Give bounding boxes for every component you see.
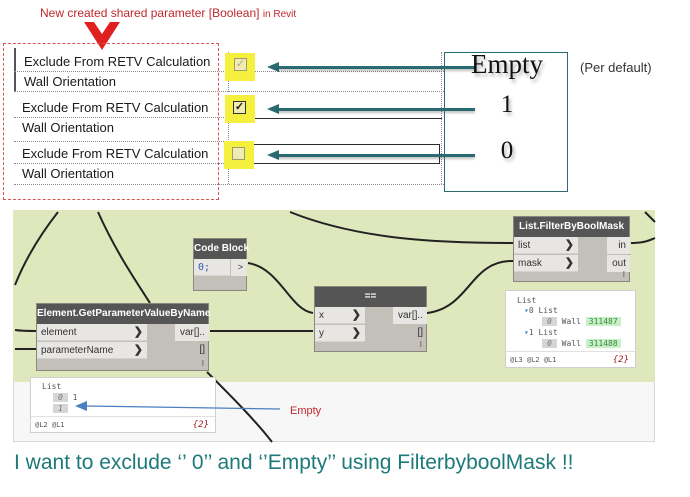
wall-orientation-label: Wall Orientation bbox=[22, 120, 114, 135]
code-block-node[interactable]: Code Block 0; > bbox=[193, 238, 249, 291]
note-suffix-text: in Revit bbox=[262, 9, 297, 20]
chevron-right-icon: ❯ bbox=[564, 239, 574, 251]
pointer-arrow bbox=[278, 154, 475, 157]
item-count: {2} bbox=[612, 355, 629, 365]
arrow-left-icon bbox=[267, 62, 279, 72]
node-footer: I bbox=[419, 340, 422, 349]
watch-item: 0 1 bbox=[53, 393, 77, 402]
watch-item: 1 bbox=[53, 404, 68, 413]
node-footer: I bbox=[201, 359, 204, 368]
y-input-port[interactable]: y ❯ bbox=[315, 325, 365, 342]
item-value: 1 bbox=[72, 393, 78, 402]
arrow-left-icon bbox=[75, 401, 281, 411]
row-separator bbox=[14, 91, 444, 92]
filter-by-bool-mask-node[interactable]: List.FilterByBoolMask list ❯ mask ❯ in o… bbox=[513, 216, 630, 282]
item-index: 0 bbox=[53, 393, 68, 402]
code-text: 0; bbox=[198, 262, 211, 273]
chevron-right-icon: ❯ bbox=[564, 257, 574, 269]
chevron-right-icon: ❯ bbox=[133, 344, 143, 356]
port-label: element bbox=[41, 327, 77, 338]
shared-parameter-note: New created shared parameter [Boolean] i… bbox=[40, 6, 296, 20]
in-output-port[interactable]: in bbox=[607, 237, 630, 254]
empty-annotation: Empty bbox=[290, 405, 322, 417]
wall-orientation-label: Wall Orientation bbox=[24, 74, 116, 89]
chevron-right-icon: ❯ bbox=[351, 327, 361, 339]
param-watch-preview[interactable]: List 0 1 1 @L2 @L1 {2} bbox=[30, 377, 216, 433]
arrow-left-icon bbox=[267, 104, 279, 114]
equals-node[interactable]: == x ❯ y ❯ var[]..[] I bbox=[314, 286, 427, 352]
var-output-port[interactable]: var[]..[] bbox=[175, 324, 209, 355]
legend-empty: Empty bbox=[471, 49, 543, 79]
item-index: 0 bbox=[542, 339, 557, 348]
node-title: Element.GetParameterValueByName bbox=[37, 304, 210, 324]
watch-group[interactable]: ▾0 List bbox=[524, 306, 558, 315]
watch-footer: @L3 @L2 @L1 {2} bbox=[506, 351, 635, 367]
per-default-note: (Per default) bbox=[580, 60, 652, 75]
x-input-port[interactable]: x ❯ bbox=[315, 307, 365, 324]
chevron-right-icon: ❯ bbox=[351, 309, 361, 321]
parameter-highlight-box bbox=[3, 43, 219, 200]
list-levels[interactable]: @L3 @L2 @L1 bbox=[510, 356, 557, 364]
arrow-left-icon bbox=[267, 150, 279, 160]
element-id: 311488 bbox=[585, 339, 621, 348]
code-output-port[interactable]: > bbox=[231, 259, 247, 276]
exclude-retv-checkbox-default[interactable]: ✓ bbox=[234, 58, 247, 71]
group-index: 0 bbox=[528, 306, 534, 315]
param-label: Exclude From RETV Calculation bbox=[22, 146, 209, 161]
param-label: Exclude From RETV Calculation bbox=[22, 100, 209, 115]
node-title: Code Block bbox=[194, 239, 249, 259]
port-label: y bbox=[319, 328, 324, 339]
row-group-bar bbox=[14, 48, 16, 92]
watch-root-label: List bbox=[517, 296, 537, 305]
get-parameter-value-node[interactable]: Element.GetParameterValueByName element … bbox=[36, 303, 210, 371]
port-label: parameterName bbox=[41, 345, 114, 356]
item-index: 1 bbox=[53, 404, 68, 413]
filter-watch-preview[interactable]: List ▾0 List 0 Wall 311487 ▾1 List 0 Wal… bbox=[505, 290, 636, 368]
group-label: List bbox=[538, 306, 558, 315]
pointer-arrow bbox=[278, 66, 475, 69]
param-label: Exclude From RETV Calculation bbox=[24, 54, 211, 69]
item-type: Wall bbox=[561, 317, 581, 326]
mask-input-port[interactable]: mask ❯ bbox=[514, 255, 578, 272]
watch-footer: @L2 @L1 {2} bbox=[31, 416, 215, 432]
row-separator bbox=[14, 184, 444, 185]
out-output-port[interactable]: out bbox=[607, 255, 630, 272]
item-count: {2} bbox=[192, 420, 209, 430]
legend-one: 1 bbox=[500, 91, 514, 118]
row-separator bbox=[14, 141, 224, 142]
element-input-port[interactable]: element ❯ bbox=[37, 324, 147, 341]
exclude-retv-checkbox-checked[interactable]: ✓ bbox=[233, 101, 246, 114]
group-index: 1 bbox=[528, 328, 534, 337]
legend-zero: 0 bbox=[500, 137, 514, 164]
parameter-name-input-port[interactable]: parameterName ❯ bbox=[37, 342, 147, 359]
list-levels[interactable]: @L2 @L1 bbox=[35, 421, 65, 429]
code-editor[interactable]: 0; bbox=[194, 259, 230, 276]
var-output-port[interactable]: var[]..[] bbox=[393, 307, 427, 338]
port-label: list bbox=[518, 240, 531, 251]
watch-item: 0 Wall 311488 bbox=[542, 339, 621, 348]
watch-item: 0 Wall 311487 bbox=[542, 317, 621, 326]
row-separator bbox=[14, 117, 224, 118]
element-id: 311487 bbox=[585, 317, 621, 326]
value-legend-box: Empty 1 0 bbox=[444, 49, 568, 192]
question-caption: I want to exclude ‘’ 0’’ and ‘’Empty’’ u… bbox=[14, 451, 574, 474]
watch-root-label: List bbox=[42, 382, 62, 391]
item-index: 0 bbox=[542, 317, 557, 326]
list-input-port[interactable]: list ❯ bbox=[514, 237, 578, 254]
port-label: mask bbox=[518, 258, 542, 269]
node-title: == bbox=[315, 287, 426, 307]
port-label: x bbox=[319, 310, 324, 321]
pointer-arrow bbox=[278, 108, 475, 111]
down-chevron-icon bbox=[84, 22, 120, 50]
wall-orientation-label: Wall Orientation bbox=[22, 166, 114, 181]
watch-group[interactable]: ▾1 List bbox=[524, 328, 558, 337]
node-title: List.FilterByBoolMask bbox=[514, 217, 629, 237]
item-type: Wall bbox=[561, 339, 581, 348]
node-footer: I bbox=[622, 270, 625, 279]
chevron-right-icon: ❯ bbox=[133, 326, 143, 338]
row-separator bbox=[14, 163, 224, 164]
exclude-retv-checkbox-unchecked[interactable] bbox=[232, 147, 245, 160]
group-label: List bbox=[538, 328, 558, 337]
note-main-text: New created shared parameter [Boolean] bbox=[40, 6, 260, 20]
